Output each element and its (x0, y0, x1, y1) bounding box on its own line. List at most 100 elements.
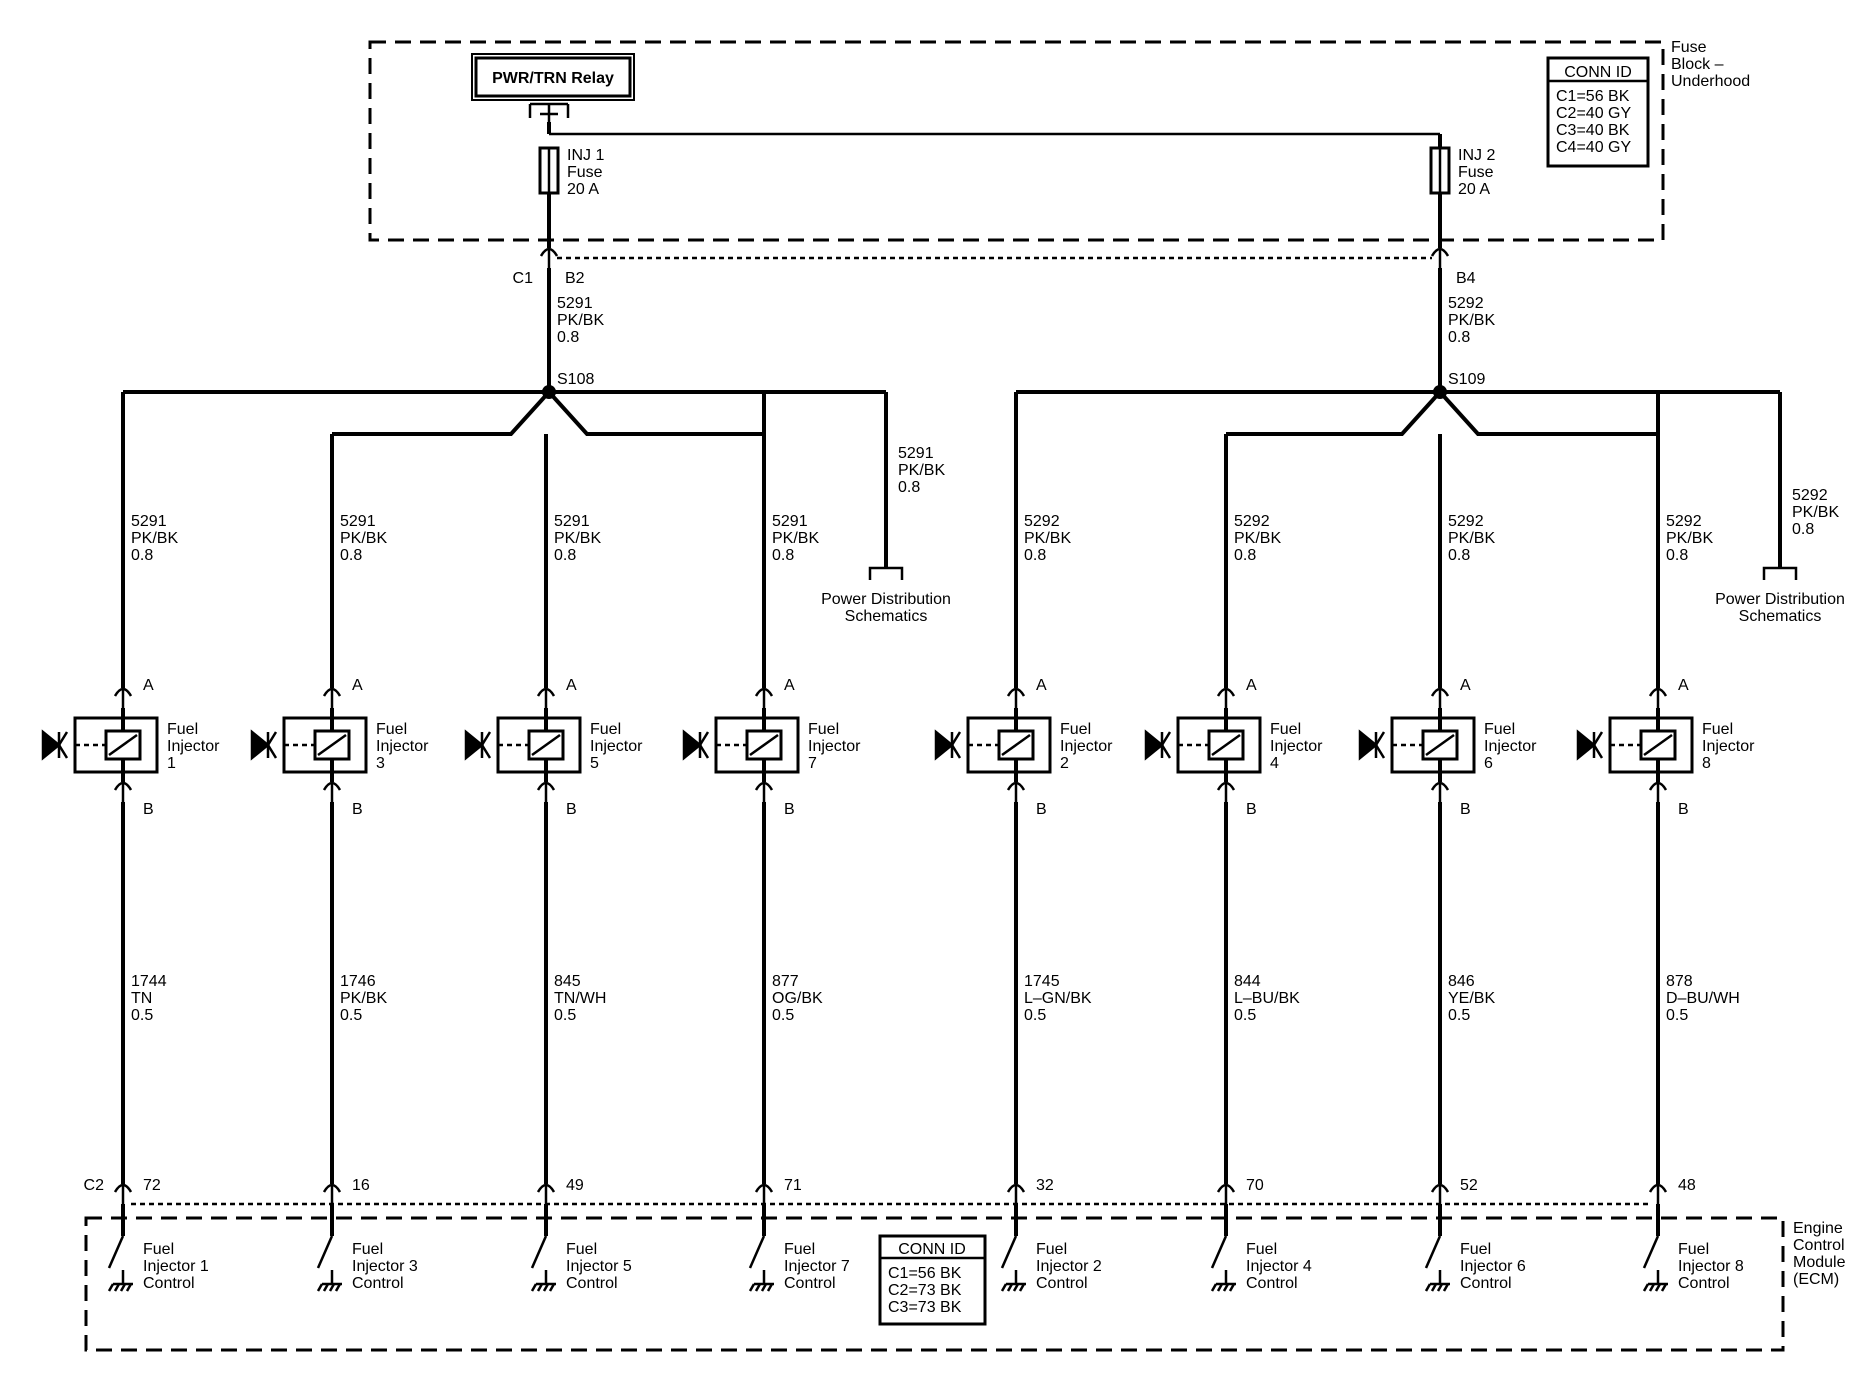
injector-1-pin-b: B (143, 801, 154, 818)
feed-wire-2-label-line-2: PK/BK (1448, 312, 1495, 329)
injector-1-supply-label-line-3: 0.8 (131, 547, 153, 564)
injector-2-supply-label-line-2: PK/BK (1024, 530, 1071, 547)
injector-8-supply-label-line-2: PK/BK (1666, 530, 1713, 547)
fuse-block-conn-id-line-3: C3=40 BK (1556, 122, 1630, 139)
ecm-label-line-4: (ECM) (1793, 1271, 1839, 1288)
injector-3-control-label-line-2: PK/BK (340, 990, 387, 1007)
injector-4-ground-hatch-3 (1222, 1283, 1230, 1292)
injector-4-label-line-1: Fuel (1270, 721, 1301, 738)
injector-1-supply-label-line-1: 5291 (131, 513, 167, 530)
injector-5-supply-label-line-3: 0.8 (554, 547, 576, 564)
injector-5-ecm-terminal-female (536, 1183, 556, 1193)
injector-3-label-line-3: 3 (376, 755, 385, 772)
injector-7-control-label-line-2: OG/BK (772, 990, 823, 1007)
injector-2-ground-hatch-3 (1012, 1283, 1020, 1292)
injector-5-valve-fill (466, 732, 482, 758)
injector-2-control-label-line-2: L–GN/BK (1024, 990, 1092, 1007)
injector-6-pin-b-terminal-female (1430, 781, 1450, 791)
injector-2-ecm-switch (1000, 1235, 1018, 1269)
feed-wire-2-label-line-3: 0.8 (1448, 329, 1470, 346)
injector-4-label-line-3: 4 (1270, 755, 1279, 772)
injector-1-label-line-2: Injector (167, 738, 220, 755)
splice-1-label: S108 (557, 371, 594, 388)
injector-8-ecm-label-line-2: Injector 8 (1678, 1258, 1744, 1275)
injector-7-ecm-terminal-female (754, 1183, 774, 1193)
injector-6-supply-label-line-1: 5292 (1448, 513, 1484, 530)
injector-6-valve-fill (1360, 732, 1376, 758)
injector-4-control-label-line-2: L–BU/BK (1234, 990, 1300, 1007)
injector-2-ecm-label-line-1: Fuel (1036, 1241, 1067, 1258)
injector-2-label-line-2: Injector (1060, 738, 1113, 755)
ecm-conn-id-line-2: C2=73 BK (888, 1282, 962, 1299)
injector-7-control-label-line-3: 0.5 (772, 1007, 794, 1024)
fuse-2-label-line-2: Fuse (1458, 164, 1494, 181)
injector-5-pin-b-terminal-female (536, 781, 556, 791)
injector-7-ecm-label-line-2: Injector 7 (784, 1258, 850, 1275)
ecm-conn-id-box (878, 1234, 987, 1326)
injector-2-valve-fill (936, 732, 952, 758)
injector-4-ecm-terminal-female (1216, 1183, 1236, 1193)
injector-2-pin-a-terminal-female (1006, 687, 1026, 697)
injector-8-ecm-pin: 48 (1678, 1177, 1696, 1194)
injector-6-label-line-2: Injector (1484, 738, 1537, 755)
injector-3-coil-slash (317, 733, 347, 757)
injector-3-ground-hatch-2 (322, 1283, 330, 1292)
injector-3-label-line-1: Fuel (376, 721, 407, 738)
injector-8-coil-slash (1643, 733, 1673, 757)
injector-5-pin-a-terminal-female (536, 687, 556, 697)
injector-4-supply-label-line-2: PK/BK (1234, 530, 1281, 547)
injector-5-ecm-switch (530, 1235, 548, 1269)
injector-5-ecm-label-line-2: Injector 5 (566, 1258, 632, 1275)
injector-4-ground-hatch-1 (1210, 1283, 1218, 1292)
injector-3-pin-a-terminal-female (322, 687, 342, 697)
injector-2-pin-b: B (1036, 801, 1047, 818)
injector-6-label-line-1: Fuel (1484, 721, 1515, 738)
injector-4-control-label-line-3: 0.5 (1234, 1007, 1256, 1024)
injector-8-ecm-label-line-1: Fuel (1678, 1241, 1709, 1258)
injector-1-ground-hatch-1 (107, 1283, 115, 1292)
injector-1-ecm-label-line-3: Control (143, 1275, 195, 1292)
injector-8-control-label-line-1: 878 (1666, 973, 1693, 990)
injector-4-control-label-line-1: 844 (1234, 973, 1261, 990)
injector-8-ground-hatch-3 (1654, 1283, 1662, 1292)
injector-3-supply-label-line-1: 5291 (340, 513, 376, 530)
injector-4-coil-slash (1211, 733, 1241, 757)
injector-7-ecm-switch (748, 1235, 766, 1269)
injector-3-pin-b: B (352, 801, 363, 818)
injector-8-label-line-1: Fuel (1702, 721, 1733, 738)
injector-7-pin-b: B (784, 801, 795, 818)
injector-6-ground-hatch-4 (1442, 1283, 1450, 1292)
injector-1-ecm-label-line-2: Injector 1 (143, 1258, 209, 1275)
injector-5-ground-hatch-4 (548, 1283, 556, 1292)
injector-7-supply-label-line-2: PK/BK (772, 530, 819, 547)
injector-5-label-line-2: Injector (590, 738, 643, 755)
injector-8-ecm-terminal-female (1648, 1183, 1668, 1193)
power-distribution-2-stub (1762, 566, 1798, 580)
injector-8-ecm-switch (1642, 1235, 1660, 1269)
injector-7-pin-b-terminal-female (754, 781, 774, 791)
fuse-1-label-line-1: INJ 1 (567, 147, 604, 164)
group-2-branch-inner-right (1438, 390, 1658, 436)
injector-2-supply-label-line-1: 5292 (1024, 513, 1060, 530)
injector-6-ecm-switch (1424, 1235, 1442, 1269)
ecm-conn-id-line-3: C3=73 BK (888, 1299, 962, 1316)
injector-5-pin-b: B (566, 801, 577, 818)
injector-2-ecm-terminal-female (1006, 1183, 1026, 1193)
injector-5-supply-label-line-1: 5291 (554, 513, 590, 530)
injector-4-pin-b-terminal-female (1216, 781, 1236, 791)
injector-5-pin-a: A (566, 677, 577, 694)
injector-6-ecm-label-line-1: Fuel (1460, 1241, 1491, 1258)
injector-3-control-label-line-1: 1746 (340, 973, 376, 990)
injector-1-supply-label-line-2: PK/BK (131, 530, 178, 547)
injector-7-pin-a-terminal-female (754, 687, 774, 697)
injector-5-control-label-line-1: 845 (554, 973, 581, 990)
injector-8-label-line-3: 8 (1702, 755, 1711, 772)
injector-4-ecm-pin: 70 (1246, 1177, 1264, 1194)
fuse-2-pin: B4 (1456, 270, 1476, 287)
injector-7-ecm-label-line-3: Control (784, 1275, 836, 1292)
injector-7-label-line-3: 7 (808, 755, 817, 772)
injector-4-ecm-label-line-1: Fuel (1246, 1241, 1277, 1258)
injector-6-pin-a-terminal-female (1430, 687, 1450, 697)
feed-wire-1-label-line-1: 5291 (557, 295, 593, 312)
injector-1-control-label-line-1: 1744 (131, 973, 167, 990)
